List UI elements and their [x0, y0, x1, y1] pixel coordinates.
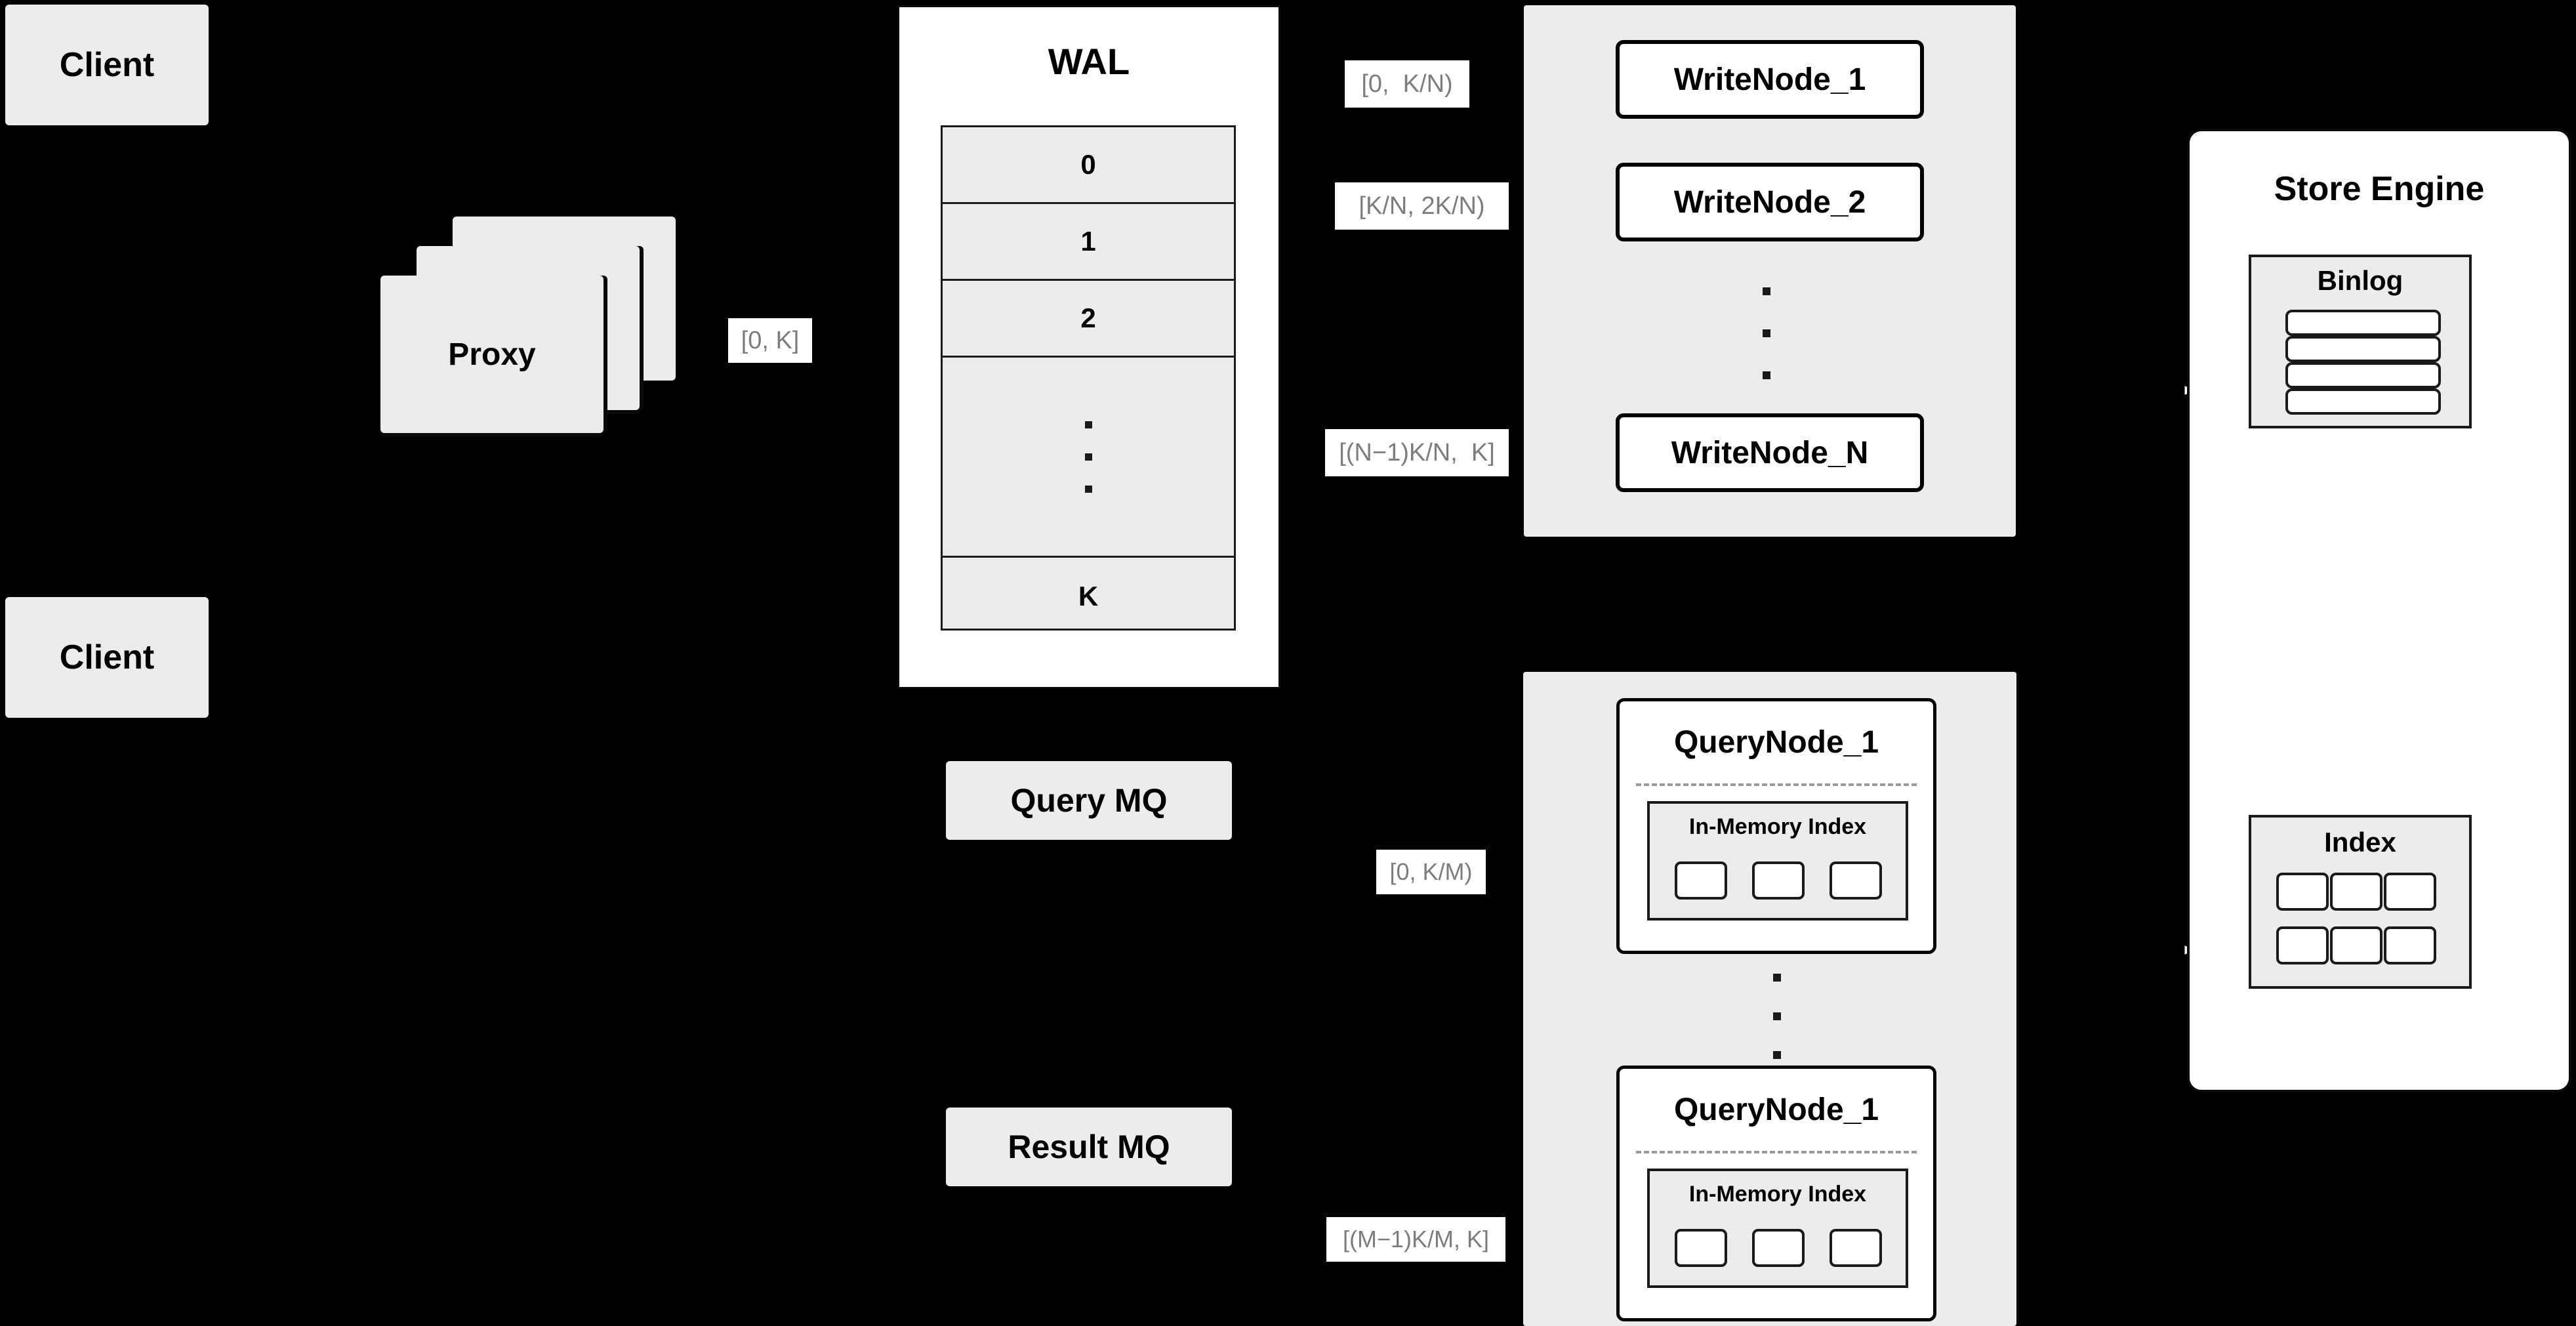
label-query-range-1: [0, K/M): [1376, 850, 1486, 894]
in-memory-index-m-title: In-Memory Index: [1688, 1182, 1867, 1207]
index-box: Index: [2249, 815, 2472, 989]
label-write-range-n: [(N−1)K/N, K]: [1325, 429, 1509, 476]
client-box-1[interactable]: Client: [5, 5, 209, 125]
query-mq-box[interactable]: Query MQ: [946, 761, 1232, 840]
query-node-m-divider: [1636, 1151, 1917, 1153]
binlog-box: Binlog: [2249, 255, 2472, 428]
query-mq-label: Query MQ: [1010, 782, 1168, 819]
label-proxy-out: [0, K]: [728, 318, 812, 363]
wal-title: WAL: [1048, 41, 1130, 82]
write-node-1[interactable]: WriteNode_1: [1616, 40, 1924, 119]
index-segment-m-2: [1752, 1229, 1805, 1267]
index-segment-1-2: [1752, 861, 1805, 900]
write-ellipsis-dot-3: [1763, 371, 1770, 379]
wal-dot-2: [1084, 453, 1092, 461]
store-engine-panel: Store Engine Binlog Index: [2187, 129, 2571, 1092]
write-node-2-label: WriteNode_2: [1673, 184, 1866, 220]
query-ellipsis-dot-2: [1773, 1012, 1781, 1020]
binlog-entry-1: [2285, 310, 2441, 336]
index-cell-1: [2276, 873, 2329, 911]
client-label-1: Client: [59, 46, 155, 84]
query-node-1[interactable]: QueryNode_1 In-Memory Index: [1616, 698, 1936, 954]
index-segment-m-3: [1830, 1229, 1882, 1267]
query-ellipsis-dot-1: [1773, 974, 1781, 982]
query-node-ellipsis: [1772, 974, 1782, 1059]
write-node-n-label: WriteNode_N: [1671, 435, 1869, 470]
query-node-1-label: QueryNode_1: [1673, 725, 1879, 760]
proxy-label: Proxy: [448, 337, 536, 372]
write-node-1-label: WriteNode_1: [1673, 62, 1866, 97]
query-node-cluster: QueryNode_1 In-Memory Index QueryNode_1 …: [1523, 672, 2016, 1326]
index-title: Index: [2324, 827, 2396, 858]
wal-row-k: K: [1078, 580, 1099, 611]
client-label-2: Client: [59, 638, 155, 676]
query-node-1-divider: [1636, 783, 1917, 786]
binlog-entry-3: [2285, 362, 2441, 388]
wal-row-0: 0: [943, 127, 1234, 204]
write-node-2[interactable]: WriteNode_2: [1616, 163, 1924, 241]
query-ellipsis-dot-3: [1773, 1051, 1781, 1059]
wal-panel: WAL 0 1 2 K: [897, 5, 1280, 689]
proxy-stack[interactable]: Proxy: [380, 217, 676, 433]
label-write-range-1: [0, K/N): [1345, 60, 1469, 108]
result-mq-box[interactable]: Result MQ: [946, 1108, 1232, 1186]
store-engine-title: Store Engine: [2274, 170, 2485, 208]
index-cell-3: [2384, 873, 2436, 911]
index-segment-m-1: [1675, 1229, 1727, 1267]
write-ellipsis-dot-2: [1763, 329, 1770, 337]
query-node-m-label: QueryNode_1: [1673, 1092, 1879, 1127]
index-cell-2: [2330, 873, 2382, 911]
result-mq-label: Result MQ: [1008, 1129, 1170, 1165]
label-query-range-m: [(M−1)K/M, K]: [1326, 1217, 1505, 1262]
wal-row-2: 2: [943, 281, 1234, 358]
write-ellipsis-dot-1: [1763, 287, 1770, 295]
wal-row-1: 1: [943, 204, 1234, 281]
client-box-2[interactable]: Client: [5, 597, 209, 718]
in-memory-index-1: In-Memory Index: [1647, 801, 1908, 921]
index-segment-1-3: [1830, 861, 1882, 900]
label-write-range-2: [K/N, 2K/N): [1335, 182, 1509, 230]
wal-dot-1: [1084, 421, 1092, 428]
write-node-n[interactable]: WriteNode_N: [1616, 413, 1924, 492]
in-memory-index-1-title: In-Memory Index: [1688, 814, 1867, 839]
query-node-m[interactable]: QueryNode_1 In-Memory Index: [1616, 1066, 1936, 1321]
wal-row-ellipsis: [943, 358, 1234, 558]
index-segment-1-1: [1675, 861, 1727, 900]
index-cell-4: [2276, 926, 2329, 964]
index-cell-6: [2384, 926, 2436, 964]
proxy-card-front[interactable]: Proxy: [380, 276, 603, 433]
index-cell-5: [2330, 926, 2382, 964]
wal-dot-3: [1084, 485, 1092, 493]
write-node-ellipsis: [1762, 287, 1771, 379]
in-memory-index-m: In-Memory Index: [1647, 1169, 1908, 1288]
wal-table: 0 1 2 K: [941, 125, 1236, 631]
binlog-title: Binlog: [2317, 265, 2403, 296]
binlog-entry-4: [2285, 388, 2441, 415]
write-node-cluster: WriteNode_1 WriteNode_2 WriteNode_N: [1524, 5, 2016, 537]
binlog-entry-2: [2285, 336, 2441, 362]
